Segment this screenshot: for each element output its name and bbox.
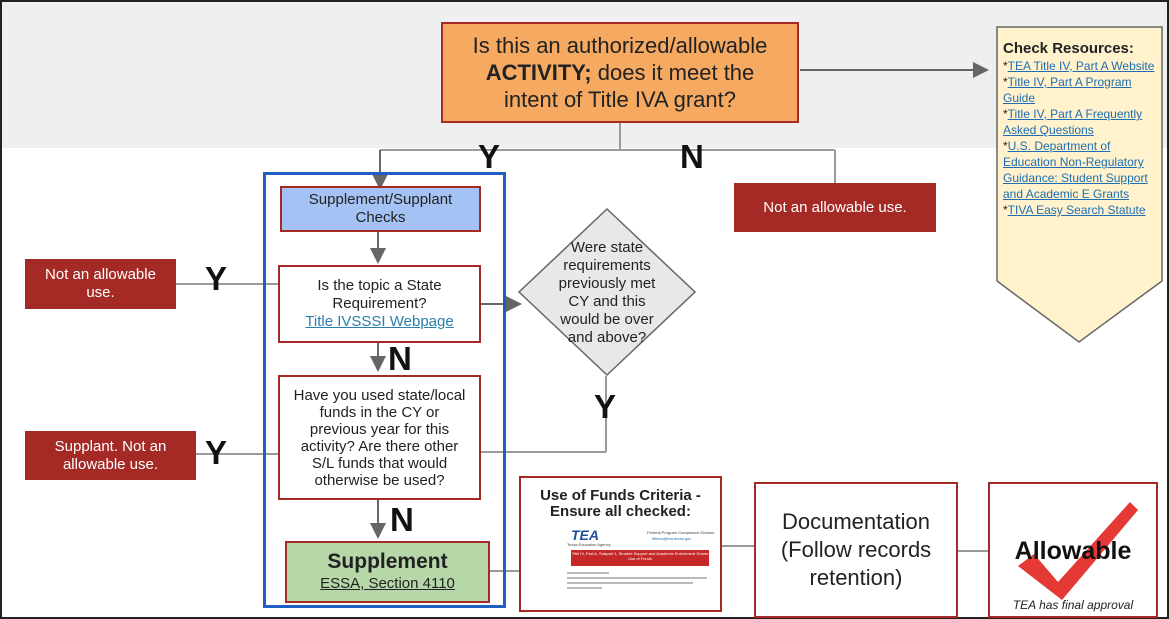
resource-link-easy-search-statute[interactable]: TIVA Easy Search Statute bbox=[1007, 203, 1146, 217]
no-label-funds: N bbox=[390, 501, 414, 538]
resource-link-non-regulatory-guidance[interactable]: U.S. Department of Education Non-Regulat… bbox=[1003, 139, 1148, 201]
state-met-diamond-shape bbox=[517, 207, 697, 377]
not-allowable-right-text: Not an allowable use. bbox=[763, 198, 907, 216]
checkmark-icon bbox=[1018, 502, 1138, 600]
doc-body-lines bbox=[567, 572, 707, 592]
yes-label-diamond: Y bbox=[594, 388, 617, 425]
yes-label-top: Y bbox=[478, 138, 501, 175]
essa-section-4110-link[interactable]: ESSA, Section 4110 bbox=[320, 575, 455, 592]
resource-link-tea-website[interactable]: TEA Title IV, Part A Website bbox=[1007, 59, 1155, 73]
documentation-text: Documentation (Follow records retention) bbox=[780, 509, 932, 590]
supplement-check-group bbox=[263, 172, 506, 608]
allowable-note: TEA has final approval bbox=[1012, 598, 1134, 612]
resources-title: Check Resources: bbox=[1003, 40, 1134, 57]
yes-label-state: Y bbox=[205, 260, 228, 297]
doc-banner-line2: Use of Funds bbox=[628, 556, 652, 561]
use-of-funds-title: Use of Funds Criteria - Ensure all check… bbox=[540, 487, 701, 520]
yes-label-funds: Y bbox=[205, 434, 228, 471]
allowable-title: Allowable bbox=[1014, 537, 1132, 565]
resources-panel: Check Resources: *TEA Title IV, Part A W… bbox=[1003, 40, 1163, 218]
supplement-supplant-checks-box: Supplement/Supplant Checks bbox=[280, 186, 481, 232]
tea-doc-logo-sub: Texas Education Agency bbox=[567, 542, 611, 547]
activity-question-line1: Is this an authorized/allowable bbox=[472, 33, 768, 58]
doc-header-right: Federal Program Compliance Division bbox=[647, 530, 715, 535]
use-of-funds-box: Use of Funds Criteria - Ensure all check… bbox=[519, 476, 722, 612]
use-of-funds-doc-thumbnail: TEA Texas Education Agency Federal Progr… bbox=[527, 526, 714, 604]
state-requirement-box: Is the topic a State Requirement? Title … bbox=[278, 265, 481, 343]
activity-question-bold: ACTIVITY; bbox=[485, 60, 592, 85]
resource-item: *TIVA Easy Search Statute bbox=[1003, 203, 1146, 217]
title-ivsssi-webpage-link[interactable]: Title IVSSSI Webpage bbox=[305, 313, 454, 330]
resources-pennant-shape bbox=[996, 26, 1163, 343]
activity-question-line2: does it meet the bbox=[591, 60, 755, 85]
supplement-box: Supplement ESSA, Section 4110 bbox=[285, 541, 490, 603]
resource-link-faq[interactable]: Title IV, Part A Frequently Asked Questi… bbox=[1003, 107, 1143, 137]
doc-red-banner: Title IV, Part A, Subpart 1, Student Sup… bbox=[571, 550, 709, 566]
allowable-box: Allowable TEA has final approval bbox=[988, 482, 1158, 618]
resource-link-program-guide[interactable]: Title IV, Part A Program Guide bbox=[1003, 75, 1132, 105]
state-met-diamond: Were state requirements previously met C… bbox=[547, 239, 667, 346]
supplant-text: Supplant. Not an allowable use. bbox=[54, 437, 167, 473]
supplement-supplant-checks-text: Supplement/Supplant Checks bbox=[308, 191, 453, 226]
state-met-question: Were state requirements previously met C… bbox=[558, 238, 656, 346]
state-local-funds-question: Have you used state/local funds in the C… bbox=[293, 386, 466, 489]
resource-item: *Title IV, Part A Program Guide bbox=[1003, 75, 1132, 105]
activity-question-line3: intent of Title IVA grant? bbox=[504, 87, 736, 112]
supplement-title: Supplement bbox=[327, 550, 448, 573]
not-allowable-right-box: Not an allowable use. bbox=[734, 183, 936, 232]
documentation-box: Documentation (Follow records retention) bbox=[754, 482, 958, 618]
not-allowable-left-text: Not an allowable use. bbox=[45, 266, 156, 301]
resource-item: *Title IV, Part A Frequently Asked Quest… bbox=[1003, 107, 1143, 137]
supplant-box: Supplant. Not an allowable use. bbox=[25, 431, 196, 480]
resource-item: *TEA Title IV, Part A Website bbox=[1003, 59, 1155, 73]
no-label-state: N bbox=[388, 340, 412, 377]
activity-question-box: Is this an authorized/allowable ACTIVITY… bbox=[441, 22, 799, 123]
state-requirement-question: Is the topic a State Requirement? bbox=[317, 277, 442, 312]
resource-item: *U.S. Department of Education Non-Regula… bbox=[1003, 139, 1148, 201]
tea-doc-logo: TEA bbox=[571, 527, 599, 543]
not-allowable-left-box: Not an allowable use. bbox=[25, 259, 176, 309]
doc-header-link: titleiva@tea.texas.gov bbox=[652, 536, 692, 541]
no-label-top: N bbox=[680, 138, 704, 175]
state-local-funds-box: Have you used state/local funds in the C… bbox=[278, 375, 481, 500]
doc-banner-line1: Title IV, Part A, Subpart 1, Student Sup… bbox=[571, 551, 709, 556]
